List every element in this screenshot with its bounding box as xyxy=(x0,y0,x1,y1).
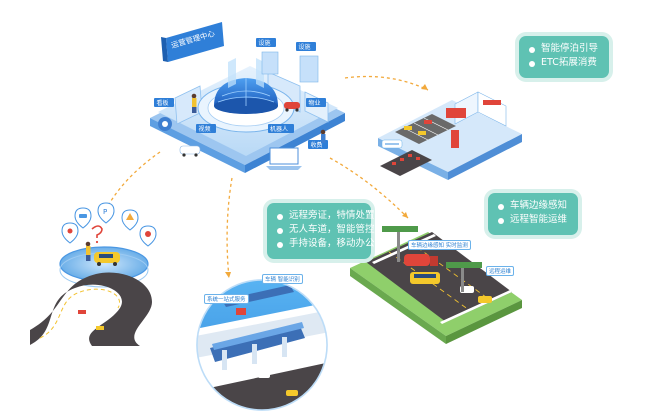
hub-small-boards: 设施 设施 看板 物业 视频 机器人 收费 xyxy=(154,38,328,149)
parking-tag xyxy=(381,139,403,149)
highway-label-b: 远程运维 xyxy=(486,266,515,276)
flow-arrows xyxy=(102,75,429,279)
ev-charger-sign xyxy=(451,130,459,148)
road-person xyxy=(85,241,91,261)
arrowhead-parking xyxy=(421,84,428,90)
arrow-to-parking xyxy=(344,75,429,91)
board-bg-0 xyxy=(256,38,276,47)
map-pin-icon xyxy=(61,222,79,244)
person-figure-1 xyxy=(191,93,197,113)
board-label-3: 物业 xyxy=(309,99,321,107)
arrowhead-toll xyxy=(225,272,231,278)
car-icon xyxy=(74,207,92,229)
board-label-0: 设施 xyxy=(259,39,271,47)
hub-props xyxy=(158,51,326,170)
highway-truck xyxy=(404,254,438,266)
parking-scene xyxy=(378,91,522,180)
svg-text:P: P xyxy=(103,208,107,216)
warning-icon xyxy=(121,209,139,231)
highway-scene xyxy=(350,226,522,344)
board-bg-3 xyxy=(306,98,326,107)
parking-icon: P xyxy=(97,202,115,224)
callout-remote: 远程旁证，特情处置 无人车道，智能管控 手持设备，移动办公 xyxy=(267,203,375,259)
highway-bus xyxy=(410,272,440,284)
toll-label-a: 车辆 智能识别 xyxy=(262,274,303,284)
callout-parking-item-0: 智能停泊引导 xyxy=(529,42,599,56)
board-label-5: 机器人 xyxy=(270,125,288,133)
question-icon xyxy=(91,225,103,244)
callout-vehicle-item-1: 远程智能运维 xyxy=(498,213,568,227)
hub-car-white xyxy=(179,145,201,157)
laptop-screen xyxy=(269,147,299,165)
callout-vehicle-item-0: 车辆边缘感知 xyxy=(498,199,568,213)
callout-remote-item-2: 手持设备，移动办公 xyxy=(277,237,375,251)
callout-remote-item-1: 无人车道，智能管控 xyxy=(277,223,375,237)
board-label-2: 看板 xyxy=(157,99,169,107)
board-bg-1 xyxy=(296,42,316,51)
road-car-yellow xyxy=(94,252,120,266)
board-label-4: 视频 xyxy=(199,125,211,133)
hub-header-board: 运营管理中心 xyxy=(161,22,224,62)
board-bg-2 xyxy=(154,98,174,107)
toll-scene xyxy=(196,279,328,411)
arrowhead-highway xyxy=(402,212,408,218)
control-dome xyxy=(214,58,278,114)
board-label-1: 设施 xyxy=(299,43,311,51)
callout-vehicle: 车辆边缘感知 远程智能运维 xyxy=(488,193,578,235)
callout-parking-item-1: ETC拓展消费 xyxy=(529,56,599,70)
person-figure-2 xyxy=(320,129,326,143)
hub-car-red xyxy=(284,102,300,112)
highway-label-a: 车辆边缘感知 实时监测 xyxy=(408,240,471,250)
board-bg-4 xyxy=(196,124,216,133)
callout-parking: 智能停泊引导 ETC拓展消费 xyxy=(519,36,609,78)
road-scene: P xyxy=(30,202,157,346)
callout-remote-item-0: 远程旁证，特情处置 xyxy=(277,209,375,223)
board-bg-5 xyxy=(268,124,294,133)
arrow-to-toll xyxy=(226,177,233,279)
toll-label-b: 系统一站式服务 xyxy=(204,294,249,304)
highway-car-yellow xyxy=(478,296,492,303)
alert-icon xyxy=(139,225,157,247)
board-label-6: 收费 xyxy=(311,141,323,149)
